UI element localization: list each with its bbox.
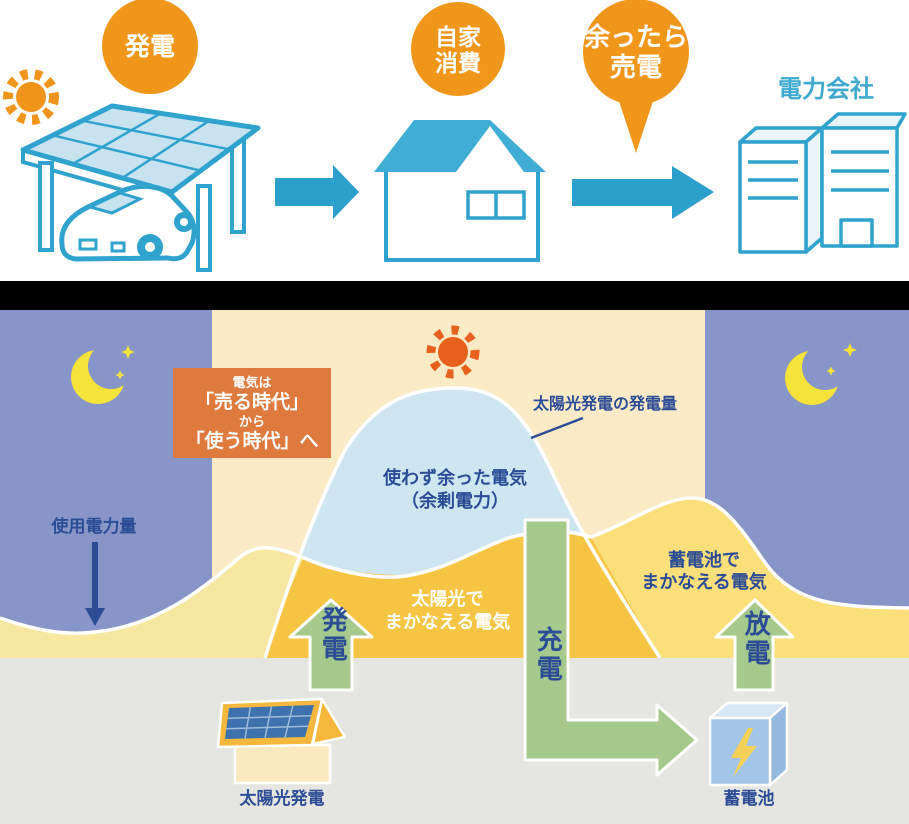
sun-icon (3, 69, 59, 125)
arrow-right-icon (275, 165, 359, 219)
generate-badge (102, 0, 198, 94)
battery-icon (708, 701, 789, 787)
power-company-label: 電力会社 (778, 76, 874, 103)
sun-icon (426, 325, 480, 379)
usage-curve-outline (0, 496, 909, 635)
callout-box: 電気は 「売る時代」 から 「使う時代」へ (173, 368, 331, 458)
generate-arrow-label: 発電 (318, 606, 349, 664)
solar-curve-outline (263, 386, 662, 659)
solar-panel-house-icon (216, 697, 347, 785)
moon-icon (71, 343, 135, 404)
self-use-label: 自家消費 (435, 24, 481, 76)
charge-arrow-label: 充電 (533, 626, 564, 684)
generate-label: 発電 (124, 33, 175, 61)
top-flow-illustration (3, 0, 907, 272)
house-icon (374, 120, 546, 262)
speech-bubble (583, 0, 689, 153)
usage-down-arrow (85, 542, 105, 626)
carport-solar-icon (20, 103, 261, 272)
discharge-up-arrow (714, 598, 795, 692)
arrow-right-icon (572, 166, 714, 219)
power-company-buildings-icon (738, 112, 907, 254)
car-icon (59, 183, 197, 262)
lightning-icon (731, 728, 757, 777)
star-icon (826, 366, 836, 376)
generate-up-arrow (288, 598, 374, 692)
self-use-badge (411, 2, 505, 96)
discharge-arrow-label: 放電 (741, 610, 772, 668)
star-icon (121, 345, 135, 359)
day-night-energy-diagram (0, 310, 909, 824)
solar-system-label: 太陽光発電 (239, 789, 325, 808)
solar-output-label: 太陽光発電の発電量 (532, 396, 677, 413)
battery-covered-label: 蓄電池でまかなえる電気 (641, 550, 767, 592)
divider-bar (0, 281, 909, 310)
battery-covered-area (591, 498, 909, 658)
moon-icon (785, 343, 857, 405)
surplus-label: 使わず余った電気（余剰電力） (383, 468, 527, 511)
star-icon (115, 370, 125, 380)
charge-elbow-arrow (523, 518, 699, 777)
pointer-line (530, 416, 584, 440)
usage-label: 使用電力量 (51, 517, 137, 536)
solar-covered-label: 太陽光でまかなえる電気 (384, 589, 511, 632)
battery-label: 蓄電池 (723, 789, 775, 808)
sell-surplus-label: 余ったら売電 (583, 22, 688, 82)
star-icon (843, 343, 857, 357)
